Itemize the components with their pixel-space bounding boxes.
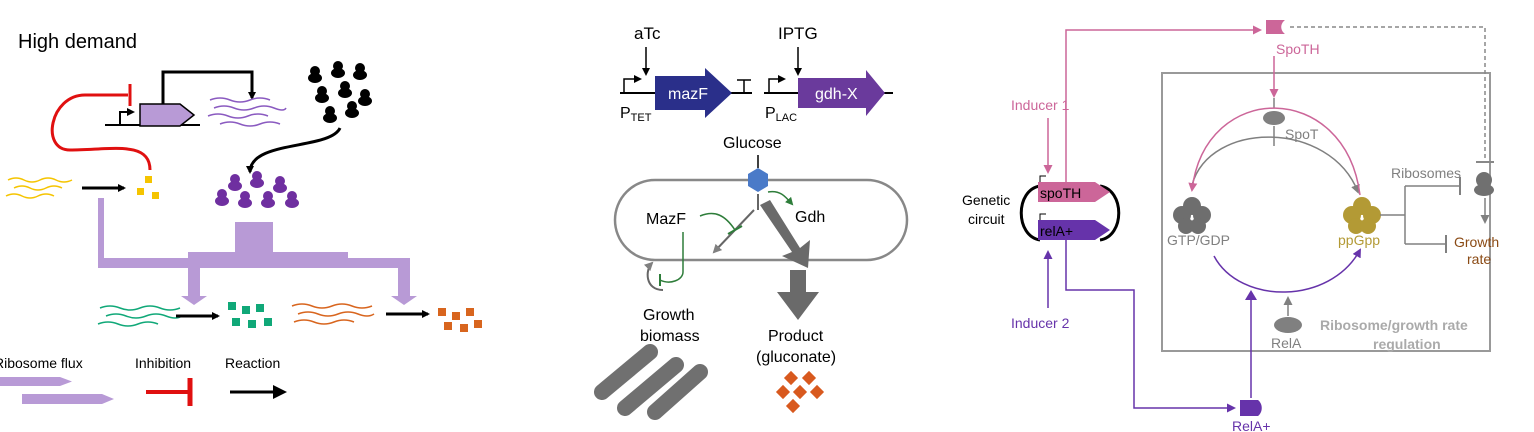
regulation-box	[1161, 72, 1491, 352]
promoter-arrow-icon	[119, 108, 135, 125]
ribosome-flux-network	[98, 198, 417, 305]
red-inhibition-loop	[50, 93, 152, 171]
rela-plus-arrowhead	[1245, 290, 1257, 300]
box-title-line-2: regulation	[1373, 336, 1441, 352]
ribosomes-label: Ribosomes	[1391, 165, 1461, 181]
ppgpp-to-gtp-arrow	[1188, 107, 1361, 196]
orange-product	[438, 308, 482, 332]
glucose-to-gdh-arrow	[767, 190, 794, 206]
ptet-label: PTET	[620, 105, 652, 124]
gtp-to-ppgpp-arrow	[1191, 136, 1360, 194]
rela-promoter-icon	[1039, 213, 1046, 220]
mazf-protein-label: MazF	[646, 211, 686, 228]
yellow-product	[137, 176, 159, 199]
mazf-gene-label: mazF	[668, 86, 708, 103]
mazf-gene-arrow	[655, 68, 732, 118]
panel-b: aTc IPTG mazF gdh-X PTET PLAC Glucose Ma…	[594, 24, 909, 420]
ribosome-feedback-dashed	[1290, 26, 1486, 160]
spot-label: SpoT	[1285, 126, 1319, 142]
inducer-atc-label: aTc	[634, 24, 661, 43]
rela-gene-box	[1038, 220, 1110, 240]
gtp-gdp-molecule-icon	[1173, 197, 1211, 234]
spoth-gene-label: spoTH	[1040, 185, 1081, 201]
gdh-protein-label: Gdh	[795, 209, 825, 226]
green-product	[228, 302, 272, 328]
product-label-2: (gluconate)	[756, 349, 836, 366]
legend-flux-label: Ribosome flux	[0, 355, 83, 371]
gdh-gene-arrow	[798, 70, 885, 116]
plasmid-right-arc	[1099, 184, 1121, 242]
purple-mrna	[207, 97, 287, 127]
tet-promoter-icon	[623, 75, 642, 93]
lac-promoter-icon	[768, 75, 786, 93]
product-label-1: Product	[768, 328, 824, 345]
gene-box	[139, 103, 196, 127]
genetic-circuit-label-1: Genetic	[962, 192, 1010, 208]
legend-reaction-label: Reaction	[225, 355, 280, 371]
growth-label-1: Growth	[643, 307, 695, 324]
legend-flux-swatch-top	[0, 377, 60, 386]
transcription-arrow	[161, 70, 256, 104]
spoth-expression-arrow	[1065, 25, 1262, 190]
spoth-gene-box	[1038, 182, 1110, 202]
legend-flux-swatch-tip	[102, 394, 114, 404]
gdh-gene-label: gdh-X	[815, 86, 858, 103]
rela-molecule-icon	[1274, 317, 1302, 333]
product-export-arrow	[777, 270, 819, 320]
growth-rate-label-2: rate	[1467, 251, 1491, 267]
gtp-gdp-label: GTP/GDP	[1167, 232, 1230, 248]
ribosome-recruit-arrow	[246, 127, 342, 174]
panel-c: SpoTH Inducer 1 Inducer 2 Genetic circui…	[962, 20, 1499, 432]
rela-synthesis-arrow	[1213, 248, 1361, 293]
genetic-circuit-label-2: circuit	[968, 211, 1005, 227]
growth-rate-label-1: Growth	[1454, 234, 1499, 250]
spot-molecule-icon	[1263, 111, 1285, 125]
growth-label-2: biomass	[640, 328, 700, 345]
inducer-iptg-label: IPTG	[778, 24, 818, 43]
orange-mrna	[291, 303, 375, 325]
active-ribosome-pool	[215, 171, 299, 208]
gluconate-product-icon	[775, 370, 825, 414]
mazf-inhibition-line	[699, 212, 736, 231]
rela-gene-label: relA+	[1040, 223, 1073, 239]
free-ribosome-pool	[308, 61, 372, 123]
spoth-molecule-icon	[1266, 20, 1285, 34]
glucose-to-gdh-thick-arrow	[760, 200, 810, 268]
box-title-line-1: Ribosome/growth rate	[1320, 317, 1468, 333]
green-mrna	[97, 305, 183, 327]
glucose-hexagon	[748, 168, 768, 192]
growth-cycle-arrow	[643, 261, 664, 291]
panel-a: High demand	[0, 31, 482, 406]
panel-a-title: High demand	[18, 31, 137, 53]
rela-plus-label: RelA+	[1232, 418, 1271, 432]
ribosome-molecule-icon	[1474, 172, 1494, 196]
plasmid-left-arc	[1019, 184, 1041, 242]
bacteria-cells-icon	[594, 344, 708, 420]
glucose-label: Glucose	[723, 135, 782, 152]
rela-expression-arrow	[1065, 240, 1236, 413]
spoth-promoter-icon	[1039, 175, 1046, 182]
spoth-top-label: SpoTH	[1276, 41, 1320, 57]
plac-label: PLAC	[765, 105, 797, 124]
mazf-growth-inhibition-line	[659, 232, 684, 283]
rela-label: RelA	[1271, 335, 1302, 351]
inducer2-label: Inducer 2	[1011, 315, 1070, 331]
ppgpp-label: ppGpp	[1338, 232, 1380, 248]
legend-flux-swatch-top-tip	[60, 377, 72, 386]
mazf-inhibition-bar	[727, 225, 743, 235]
legend-flux-swatch	[22, 394, 102, 404]
inducer1-label: Inducer 1	[1011, 97, 1070, 113]
yellow-mrna	[5, 177, 73, 199]
legend-inhibition-label: Inhibition	[135, 355, 191, 371]
rela-plus-molecule-icon	[1240, 400, 1262, 416]
ppgpp-molecule-icon	[1343, 197, 1381, 234]
